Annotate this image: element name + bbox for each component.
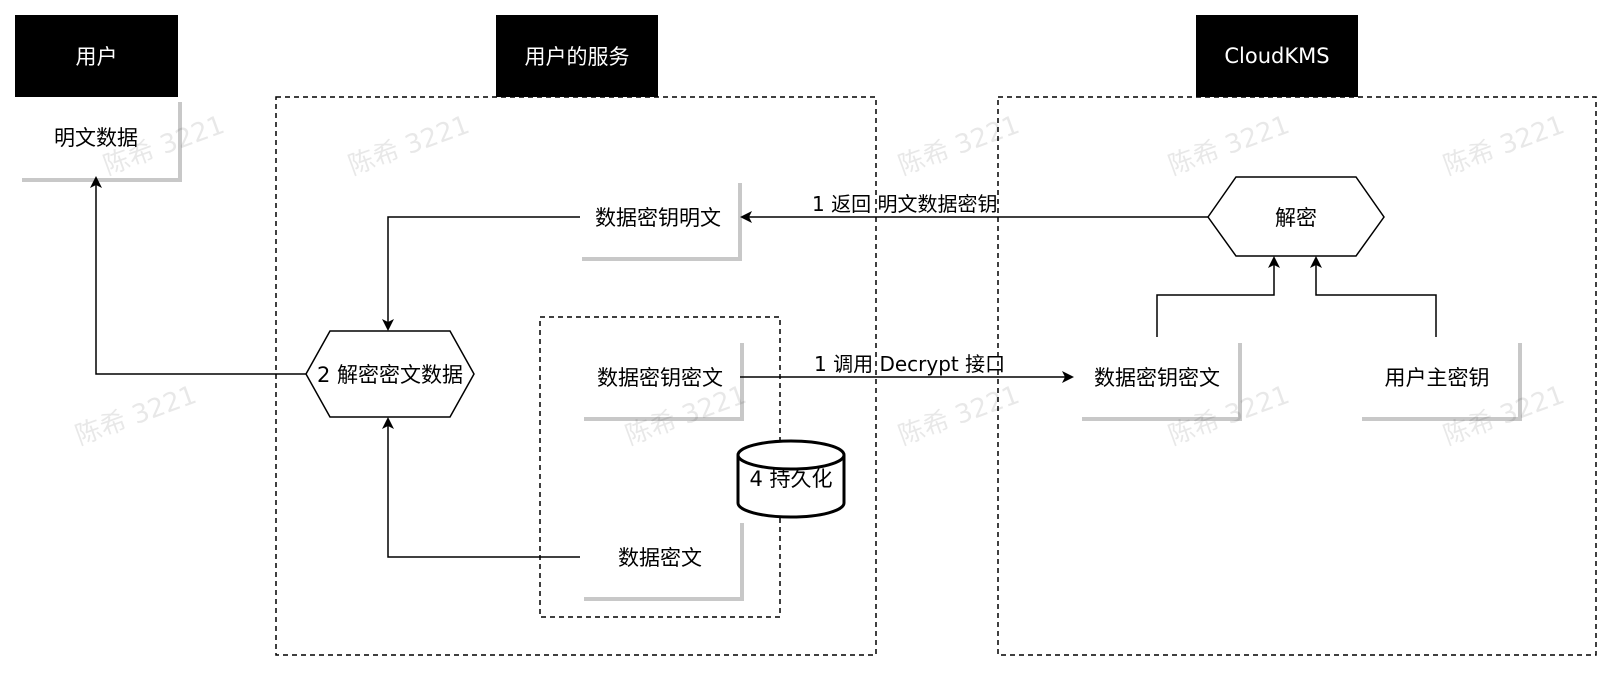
connectors — [90, 176, 1437, 558]
kms-container — [997, 96, 1597, 656]
edge-key-to-decrypt — [382, 216, 580, 331]
persist-cylinder — [736, 439, 846, 519]
node-shadows — [22, 102, 1522, 601]
edge-ciphertext-to-decrypt — [382, 417, 580, 558]
edge-label-call-decrypt: 1 调用 Decrypt 接口 — [814, 352, 1006, 376]
header-user: 用户 — [15, 15, 178, 97]
service-container — [275, 96, 877, 656]
header-kms: CloudKMS — [1196, 15, 1358, 97]
node-encrypted-data-key-service: 数据密钥密文 — [597, 366, 723, 390]
kms-decrypt-hexagon — [1207, 176, 1385, 257]
node-user-master-key: 用户主密钥 — [1384, 366, 1490, 390]
node-decrypt-ciphertext: 2 解密密文数据 — [316, 363, 464, 387]
node-persist: 4 持久化 — [749, 467, 833, 491]
node-encrypted-data-key-kms: 数据密钥密文 — [1094, 366, 1220, 390]
edge-decrypt-to-plaintext — [90, 176, 306, 375]
node-kms-decrypt: 解密 — [1275, 206, 1317, 230]
node-plaintext-data-key: 数据密钥明文 — [595, 206, 721, 230]
header-service: 用户的服务 — [496, 15, 658, 97]
edge-kms-key-to-decrypt — [1156, 256, 1280, 337]
decrypt-ciphertext-hexagon — [305, 330, 475, 418]
node-encrypted-data: 数据密文 — [618, 546, 702, 570]
node-plaintext-data: 明文数据 — [54, 126, 138, 150]
edge-master-key-to-decrypt — [1310, 256, 1437, 337]
edge-label-return-plaintext-key: 1 返回 明文数据密钥 — [812, 192, 998, 216]
